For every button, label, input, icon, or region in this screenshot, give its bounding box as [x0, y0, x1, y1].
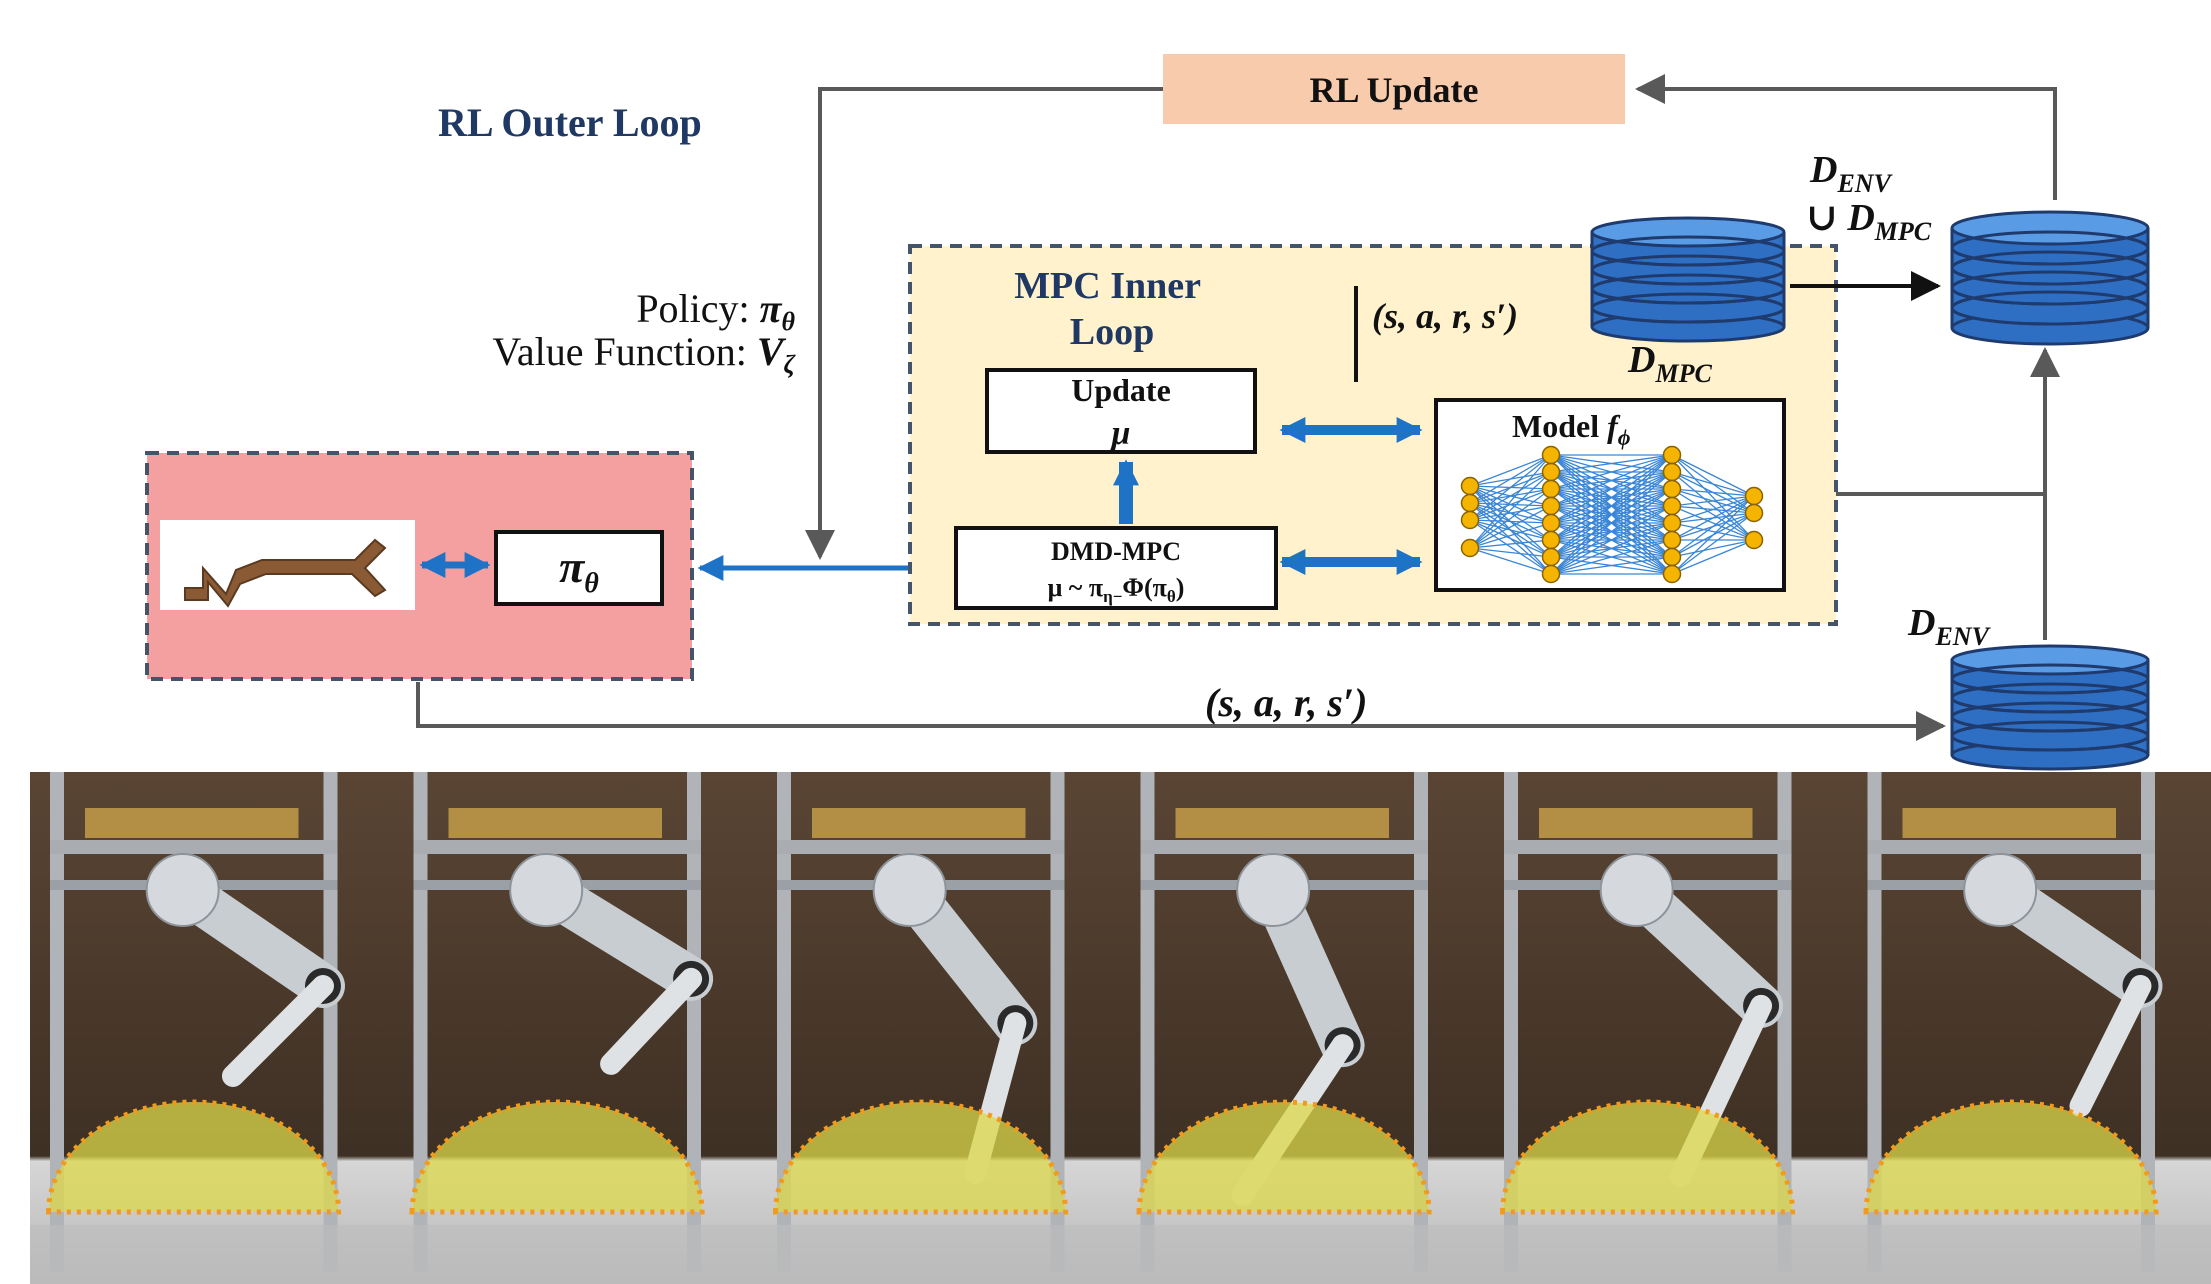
transition-outer-label: (s, a, r, s′)	[1205, 680, 1367, 725]
neural-network-graphic	[1460, 445, 1764, 584]
photo-frame	[1120, 772, 1484, 1284]
d-union-label-line1: DENV	[1809, 149, 1894, 198]
dmd-mpc-box	[954, 526, 1278, 610]
hardware-photo-strip	[30, 772, 2211, 1284]
svg-text:πθ: πθ	[559, 541, 599, 599]
photo-frame	[1847, 772, 2211, 1284]
model-label: Model fϕ	[1512, 408, 1631, 450]
svg-text:μ: μ	[1110, 415, 1131, 452]
photo-frame	[30, 772, 394, 1284]
rl-update-box: RL Update	[1163, 54, 1625, 124]
mpc-inner-loop-box: MPC Inner Loop Update μ DMD-MPC μ ~ πη−Φ…	[908, 244, 1838, 626]
d-env-database	[1950, 644, 2150, 771]
d-union-label-line2: ∪ DMPC	[1806, 197, 1932, 246]
rl-update-label: RL Update	[1309, 70, 1478, 110]
svg-text:Value Function: Vζ: Value Function: Vζ	[492, 329, 796, 379]
svg-text:Policy: πθ: Policy: πθ	[636, 286, 795, 336]
outer-loop-arrows	[416, 74, 2060, 741]
photo-frame	[393, 772, 757, 1284]
d-env-label: DENV	[1907, 602, 1992, 651]
photo-frame	[1484, 772, 1848, 1284]
d-mpc-database	[1590, 216, 1786, 343]
transition-inner-label: (s, a, r, s′)	[1372, 296, 1518, 336]
policy-value-label: Policy: πθ Value Function: Vζ	[492, 286, 796, 379]
rl-outer-loop-label: RL Outer Loop	[438, 100, 702, 145]
svg-text:DMD-MPC: DMD-MPC	[1051, 537, 1181, 566]
photo-frame	[757, 772, 1121, 1284]
robot-policy-box: πθ	[145, 451, 694, 681]
policy-pi-box	[494, 530, 664, 606]
mpc-inner-loop-label: MPC Inner Loop	[1014, 265, 1210, 353]
d-union-database	[1950, 210, 2150, 346]
d-mpc-label: DMPC	[1627, 339, 1712, 388]
update-mu-box	[985, 368, 1257, 454]
svg-text:μ ~ πη−Φ(πθ): μ ~ πη−Φ(πθ)	[1048, 573, 1185, 606]
model-box	[1434, 398, 1786, 592]
svg-text:Update: Update	[1071, 372, 1171, 408]
